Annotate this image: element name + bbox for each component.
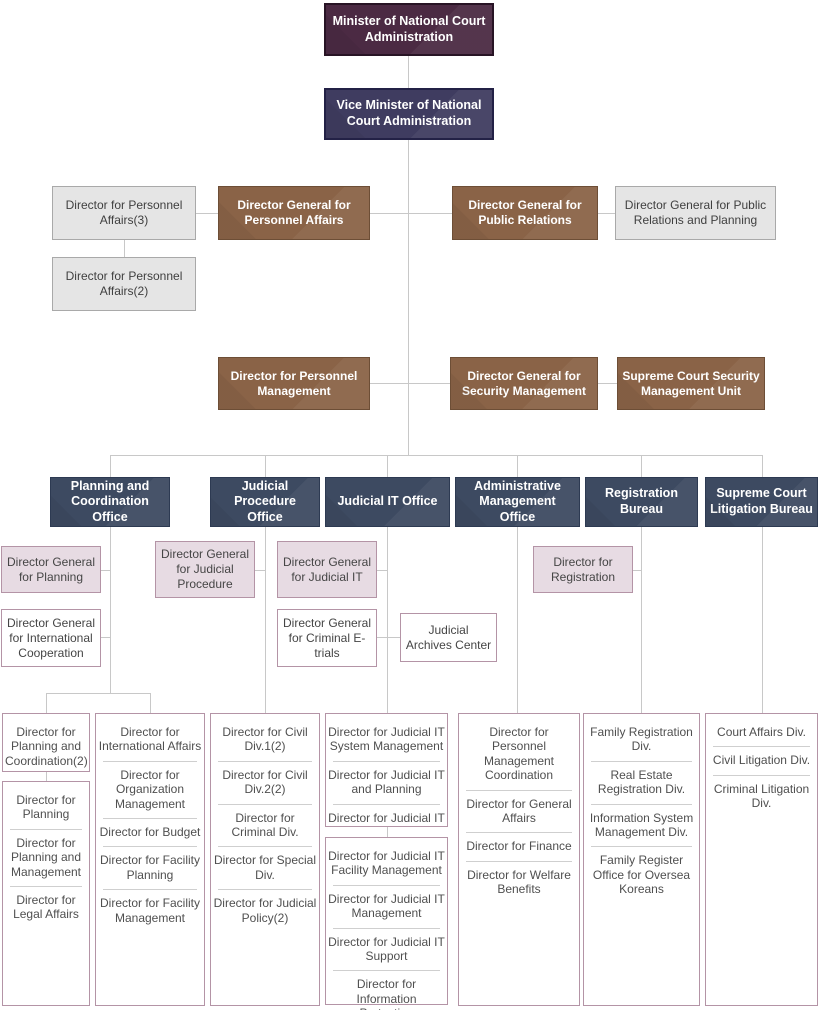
node-director-personnel-affairs-2: Director for Personnel Affairs(2) <box>52 257 196 311</box>
division-item: Director for Planning and Management <box>3 828 89 886</box>
division-item: Director for Civil Div.1(2) <box>222 725 308 754</box>
node-dg-judicial-it: Director General for Judicial IT <box>277 541 377 598</box>
node-dg-public-relations: Director General for Public Relations <box>452 186 598 240</box>
connector-line <box>110 527 111 693</box>
division-item: Criminal Litigation Div. <box>706 774 817 818</box>
division-item: Director for Special Div. <box>211 846 319 889</box>
connector-line <box>110 455 762 456</box>
division-item: Director for Judicial IT <box>326 803 447 832</box>
node-supreme-court-security-unit: Supreme Court Security Management Unit <box>617 357 765 410</box>
node-dg-judicial-procedure: Director General for Judicial Procedure <box>155 541 255 598</box>
division-item: Director for Facility Planning <box>96 846 204 889</box>
division-item: Information System Management Div. <box>584 803 699 847</box>
connector-line <box>265 455 266 477</box>
division-item: Director for General Affairs <box>459 789 579 833</box>
connector-line <box>387 827 388 837</box>
division-item: Real Estate Registration Div. <box>584 760 699 804</box>
node-director-personnel-management: Director for Personnel Management <box>218 357 370 410</box>
connector-line <box>265 527 266 713</box>
division-item: Director for Judicial IT Facility Manage… <box>328 849 445 878</box>
connector-line <box>46 693 47 713</box>
division-item: Director for Judicial IT and Planning <box>326 760 447 804</box>
office-judicial-procedure: Judicial Procedure Office <box>210 477 320 527</box>
node-vice-minister: Vice Minister of National Court Administ… <box>324 88 494 140</box>
division-item: Family Register Office for Oversea Korea… <box>584 846 699 903</box>
office-registration-bureau: Registration Bureau <box>585 477 698 527</box>
office-judicial-it: Judicial IT Office <box>325 477 450 527</box>
node-dg-planning: Director General for Planning <box>1 546 101 593</box>
division-item: Director for Judicial Policy(2) <box>211 889 319 932</box>
node-judicial-archives-center: Judicial Archives Center <box>400 613 497 662</box>
node-minister: Minister of National Court Administratio… <box>324 3 494 56</box>
connector-line <box>46 693 150 694</box>
division-list-judicial-it-a: Director for Judicial IT System Manageme… <box>325 713 448 827</box>
office-planning-coordination: Planning and Coordination Office <box>50 477 170 527</box>
division-item: Director for Budget <box>96 817 204 846</box>
division-item: Director for Judicial IT System Manageme… <box>328 725 445 754</box>
division-list-registration: Family Registration Div. Real Estate Reg… <box>583 713 700 1006</box>
division-list-administrative: Director for Personnel Management Coordi… <box>458 713 580 1006</box>
division-list-coordination: Director for Planning and Coordination(2… <box>2 713 90 772</box>
connector-line <box>100 637 110 638</box>
division-item: Director for Facility Management <box>96 889 204 932</box>
division-item: Director for Welfare Benefits <box>459 860 579 904</box>
node-dg-public-relations-planning: Director General for Public Relations an… <box>615 186 776 240</box>
connector-line <box>377 637 400 638</box>
division-item: Director for International Affairs <box>98 725 202 754</box>
connector-line <box>633 570 641 571</box>
office-supreme-court-litigation: Supreme Court Litigation Bureau <box>705 477 818 527</box>
connector-line <box>370 383 450 384</box>
connector-line <box>408 56 409 88</box>
node-director-registration: Director for Registration <box>533 546 633 593</box>
connector-line <box>387 527 388 713</box>
division-item: Director for Finance <box>459 832 579 860</box>
division-item: Director for Legal Affairs <box>3 885 89 929</box>
node-dg-security-management: Director General for Security Management <box>450 357 598 410</box>
connector-line <box>110 455 111 477</box>
division-item: Director for Information Protection <box>326 970 447 1010</box>
division-item: Director for Personnel Management Coordi… <box>483 725 555 783</box>
connector-line <box>598 383 617 384</box>
division-list-judicial-procedure: Director for Civil Div.1(2) Director for… <box>210 713 320 1006</box>
office-administrative-management: Administrative Management Office <box>455 477 580 527</box>
connector-line <box>255 570 265 571</box>
connector-line <box>517 455 518 477</box>
connector-line <box>150 693 151 713</box>
node-dg-personnel-affairs: Director General for Personnel Affairs <box>218 186 370 240</box>
node-dg-criminal-etrials: Director General for Criminal E-trials <box>277 609 377 667</box>
division-item: Director for Civil Div.2(2) <box>211 760 319 804</box>
connector-line <box>641 527 642 713</box>
connector-line <box>196 213 218 214</box>
node-director-personnel-affairs-3: Director for Personnel Affairs(3) <box>52 186 196 240</box>
division-item: Director for Organization Management <box>96 760 204 818</box>
connector-line <box>124 240 125 257</box>
connector-line <box>762 527 763 713</box>
connector-line <box>46 772 47 781</box>
connector-line <box>517 527 518 713</box>
division-item: Director for Judicial IT Management <box>326 884 447 928</box>
division-list-judicial-it-b: Director for Judicial IT Facility Manage… <box>325 837 448 1010</box>
connector-line <box>100 570 110 571</box>
node-dg-international-cooperation: Director General for International Coope… <box>1 609 101 667</box>
connector-line <box>370 213 452 214</box>
division-item: Director for Planning <box>16 793 76 822</box>
connector-line <box>408 140 409 455</box>
division-item: Court Affairs Div. <box>717 725 806 739</box>
division-item: Director for Criminal Div. <box>211 803 319 847</box>
division-list-planning: Director for Planning Director for Plann… <box>2 781 90 1006</box>
connector-line <box>762 455 763 477</box>
connector-line <box>598 213 615 214</box>
division-item: Director for Planning and Coordination(2… <box>5 725 88 768</box>
connector-line <box>641 455 642 477</box>
division-item: Director for Judicial IT Support <box>326 927 447 971</box>
division-list-litigation: Court Affairs Div. Civil Litigation Div.… <box>705 713 818 1006</box>
division-item: Civil Litigation Div. <box>706 746 817 774</box>
connector-line <box>377 570 387 571</box>
connector-line <box>387 455 388 477</box>
division-item: Family Registration Div. <box>590 725 693 754</box>
division-list-planning-admin: Director for International Affairs Direc… <box>95 713 205 1006</box>
